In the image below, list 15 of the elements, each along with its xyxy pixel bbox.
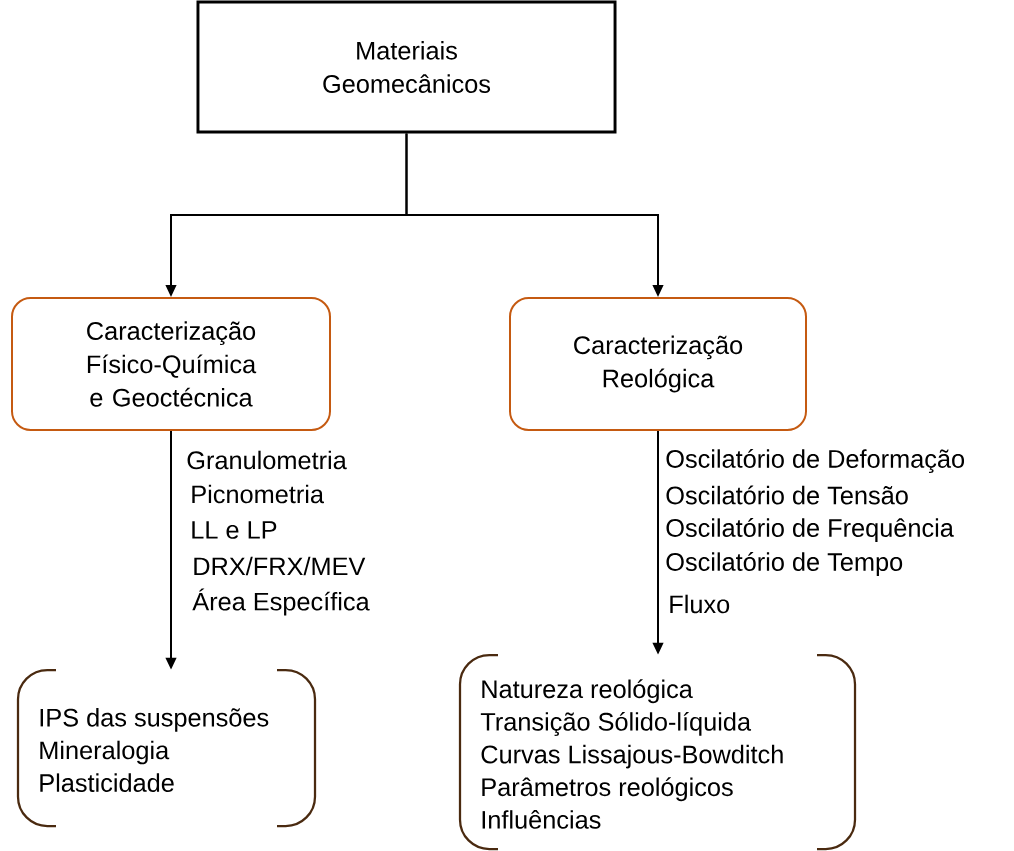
method-label: Fluxo <box>670 594 730 614</box>
rounded-box: Caracterização Físico-Química e Geoctécnica <box>11 297 331 431</box>
bracket-box: IPS das suspensões Mineralogia Plasticidade <box>16 668 317 828</box>
method-label: LL e LP <box>192 521 277 539</box>
method-label: Área Específica <box>192 588 370 616</box>
rounded-box: Caracterização Reológica <box>509 297 807 431</box>
method-label: Oscilatório de Tensão <box>666 485 908 505</box>
title-box: Materiais Geomecânicos <box>196 0 617 134</box>
method-label: DRX/FRX/MEV <box>194 556 366 576</box>
method-label: Granulometria <box>187 450 347 470</box>
method-label: Oscilatório de Tempo <box>666 552 903 576</box>
method-label: Oscilatório de Deformação <box>666 449 965 473</box>
bracket-box: Natureza reológica Transição Sólido-líquida Curvas Lissajous-Bowditch Parâmetros reológicos Influências <box>458 653 857 851</box>
method-label: Picnometria <box>192 484 324 504</box>
method-label: Oscilatório de Frequência <box>666 518 954 542</box>
